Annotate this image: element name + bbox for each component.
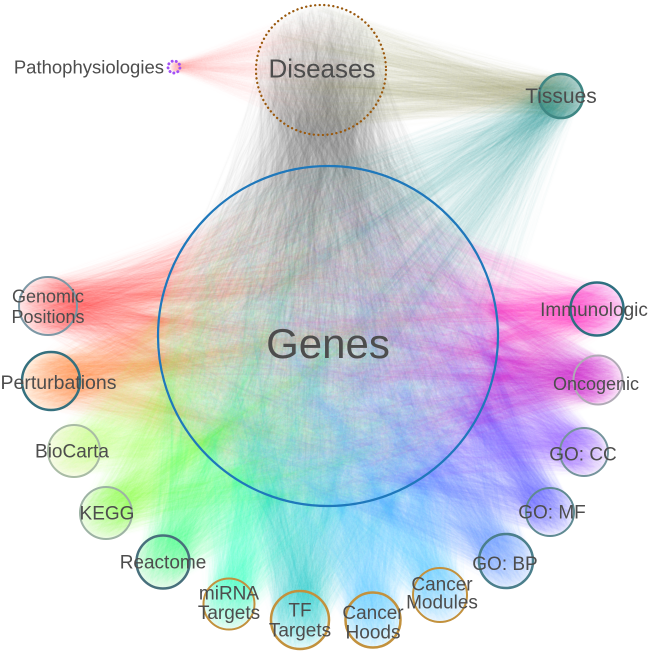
svg-text:Oncogenic: Oncogenic	[553, 374, 639, 394]
svg-text:Targets: Targets	[269, 621, 331, 642]
svg-text:GO: MF: GO: MF	[518, 502, 586, 523]
svg-text:Targets: Targets	[198, 603, 260, 624]
svg-text:Genes: Genes	[266, 320, 390, 367]
svg-text:BioCarta: BioCarta	[35, 442, 109, 463]
svg-text:GO: CC: GO: CC	[549, 444, 617, 465]
svg-text:Reactome: Reactome	[120, 553, 207, 574]
svg-text:KEGG: KEGG	[80, 504, 135, 525]
svg-text:miRNA: miRNA	[199, 584, 259, 605]
svg-text:Cancer: Cancer	[342, 603, 404, 624]
svg-text:Genomic: Genomic	[12, 287, 84, 307]
svg-text:Diseases: Diseases	[269, 54, 376, 84]
svg-text:Cancer: Cancer	[411, 575, 473, 596]
svg-text:GO: BP: GO: BP	[472, 554, 537, 575]
svg-text:Hoods: Hoods	[346, 623, 401, 644]
svg-text:Tissues: Tissues	[525, 85, 597, 108]
svg-text:Modules: Modules	[406, 593, 478, 614]
svg-text:TF: TF	[288, 601, 311, 622]
svg-text:Positions: Positions	[11, 307, 84, 327]
svg-text:Perturbations: Perturbations	[1, 372, 117, 394]
svg-text:Pathophysiologies: Pathophysiologies	[14, 57, 164, 78]
svg-text:Immunologic: Immunologic	[540, 300, 648, 321]
